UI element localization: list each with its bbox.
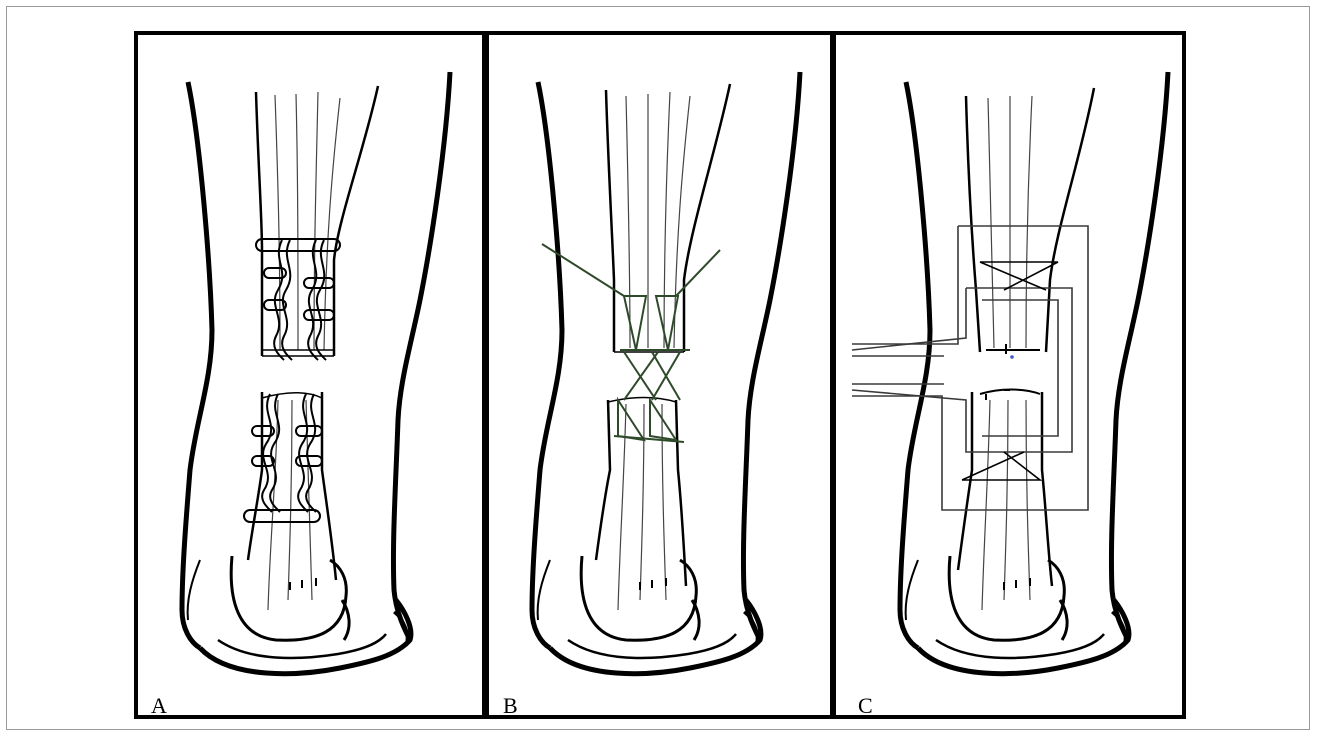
panel-a: A — [136, 33, 484, 718]
panel-a-distal-suture-loops — [244, 394, 322, 522]
panel-c-label: C — [858, 693, 873, 718]
panel-c-distal-tendon — [958, 390, 1052, 611]
panel-b-label: B — [503, 693, 518, 718]
panel-b-distal-tendon — [596, 398, 686, 611]
panel-a-distal-tendon — [248, 392, 336, 610]
panel-b-proximal-tendon — [606, 84, 730, 352]
panel-c: C — [834, 33, 1184, 718]
panel-b-crossed-suture — [542, 244, 720, 442]
panel-b-border — [487, 33, 832, 717]
panel-c-border — [834, 33, 1184, 717]
panel-c-proximal-tendon — [966, 88, 1094, 354]
panel-b: B — [487, 33, 832, 718]
panel-c-leg-outline — [900, 72, 1168, 674]
panel-a-proximal-tendon — [256, 86, 378, 356]
panel-a-label: A — [151, 693, 167, 718]
